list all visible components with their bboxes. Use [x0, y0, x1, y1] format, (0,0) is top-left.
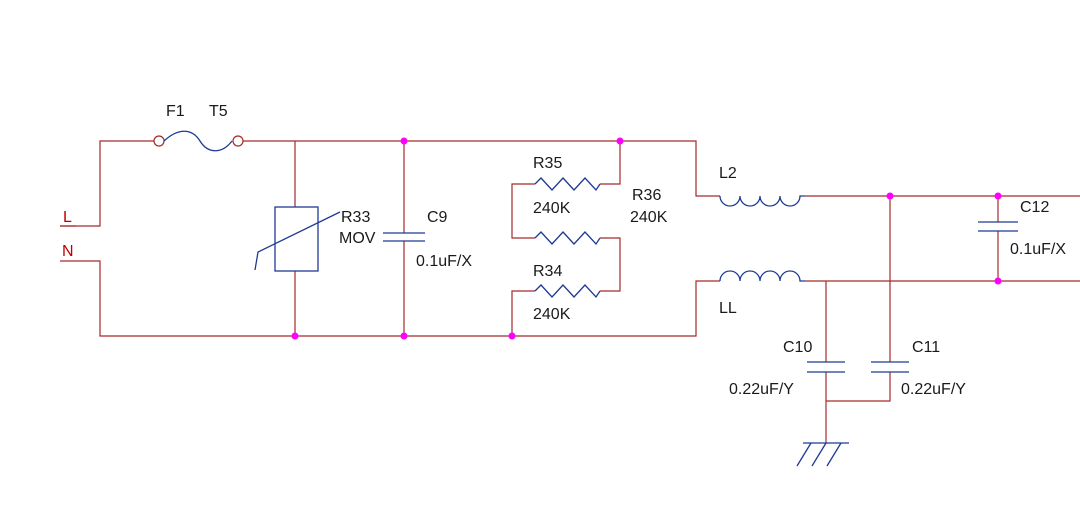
c11-ref-label: C11: [912, 339, 940, 356]
junction-dot: [400, 332, 408, 340]
junctions: [291, 137, 1002, 340]
c12-ref-label: C12: [1020, 199, 1049, 216]
wire-top-rail: [243, 140, 720, 197]
capacitor-c12: [978, 221, 1018, 232]
junction-dot: [508, 332, 516, 340]
resistor-r34: [534, 284, 601, 299]
resistor-r36: [534, 231, 601, 246]
r35-value-label: 240K: [533, 200, 571, 217]
capacitor-c9: [383, 232, 425, 242]
wire-neutral-input: [60, 260, 295, 337]
wire-bottom-rail: [295, 280, 720, 337]
c9-ref-label: C9: [427, 209, 448, 226]
wire-line-input: [60, 140, 154, 227]
r34-ref-label: R34: [533, 263, 562, 280]
c9-value-label: 0.1uF/X: [416, 253, 472, 270]
wire-rnet-right: [600, 141, 621, 185]
wire-rnet-mid-right: [600, 237, 621, 292]
inductor-ll: [719, 270, 805, 282]
earth-ground-icon: [796, 442, 849, 467]
fuse-value-label: T5: [209, 103, 228, 120]
wires: [60, 140, 1080, 443]
r35-ref-label: R35: [533, 155, 562, 172]
resistor-r35: [534, 177, 601, 192]
varistor-ref-label: R33: [341, 209, 370, 226]
c10-value-label: 0.22uF/Y: [729, 381, 794, 398]
capacitor-c11: [871, 361, 909, 373]
junction-dot: [994, 192, 1002, 200]
fuse-f1: [153, 130, 244, 152]
r36-ref-label: R36: [632, 187, 661, 204]
wire-rnet-left-top: [511, 183, 535, 239]
ll-ref-label: LL: [719, 300, 737, 317]
c10-ref-label: C10: [783, 339, 812, 356]
junction-dot: [400, 137, 408, 145]
varistor-r33: [254, 206, 341, 272]
terminal-n-label: N: [62, 243, 74, 260]
wire-c11-bottom: [826, 372, 891, 402]
capacitor-c10: [807, 361, 845, 373]
terminal-l-label: L: [63, 209, 72, 226]
varistor-value-label: MOV: [339, 230, 376, 247]
r34-value-label: 240K: [533, 306, 571, 323]
junction-dot: [616, 137, 624, 145]
c12-value-label: 0.1uF/X: [1010, 241, 1066, 258]
r36-value-label: 240K: [630, 209, 668, 226]
wire-rnet-left-bottom: [511, 290, 535, 336]
junction-dot: [994, 277, 1002, 285]
junction-dot: [886, 192, 894, 200]
junction-dot: [291, 332, 299, 340]
c11-value-label: 0.22uF/Y: [901, 381, 966, 398]
l2-ref-label: L2: [719, 165, 737, 182]
inductor-l2: [719, 195, 805, 207]
fuse-ref-label: F1: [166, 103, 185, 120]
